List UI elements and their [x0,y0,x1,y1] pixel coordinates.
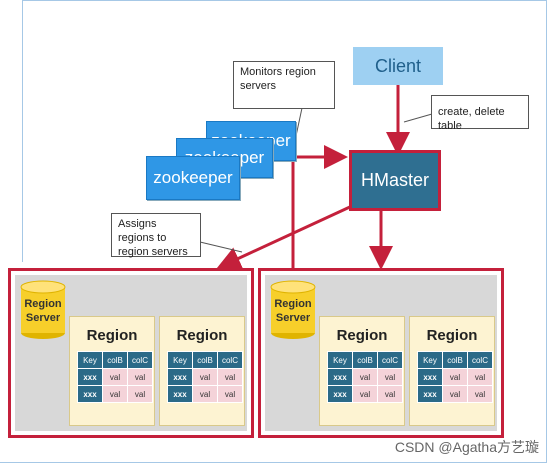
region-title: Region [336,327,388,344]
frame-top [22,0,547,1]
frame-bottom [0,462,547,463]
frame-right [546,0,547,462]
frame-left [22,0,23,262]
create-delete-callout: create, delete table [431,95,529,132]
hmaster-to-rs1-arrow [216,204,353,270]
zookeeper-node-front: zookeeper [146,156,240,200]
hmaster-box: HMaster [349,150,441,211]
monitors-callout: Monitors region servers [233,61,335,109]
assigns-callout-pointer [199,241,243,253]
watermark: CSDN @Agatha方艺璇 [394,439,539,455]
svg-text:Region: Region [24,298,62,310]
svg-text:Region: Region [274,298,312,310]
region-server-cylinder-icon: Region Server [270,280,316,339]
region-server-cylinder-icon: Region Server [20,280,66,339]
region-title: Region [86,327,138,344]
svg-text:Server: Server [26,312,61,324]
create-callout-pointer [403,113,433,123]
region-title: Region [176,327,228,344]
region-title: Region [426,327,478,344]
svg-text:Server: Server [276,312,311,324]
client-box: Client [353,47,443,85]
assigns-callout: Assigns regions to region servers [111,213,201,258]
